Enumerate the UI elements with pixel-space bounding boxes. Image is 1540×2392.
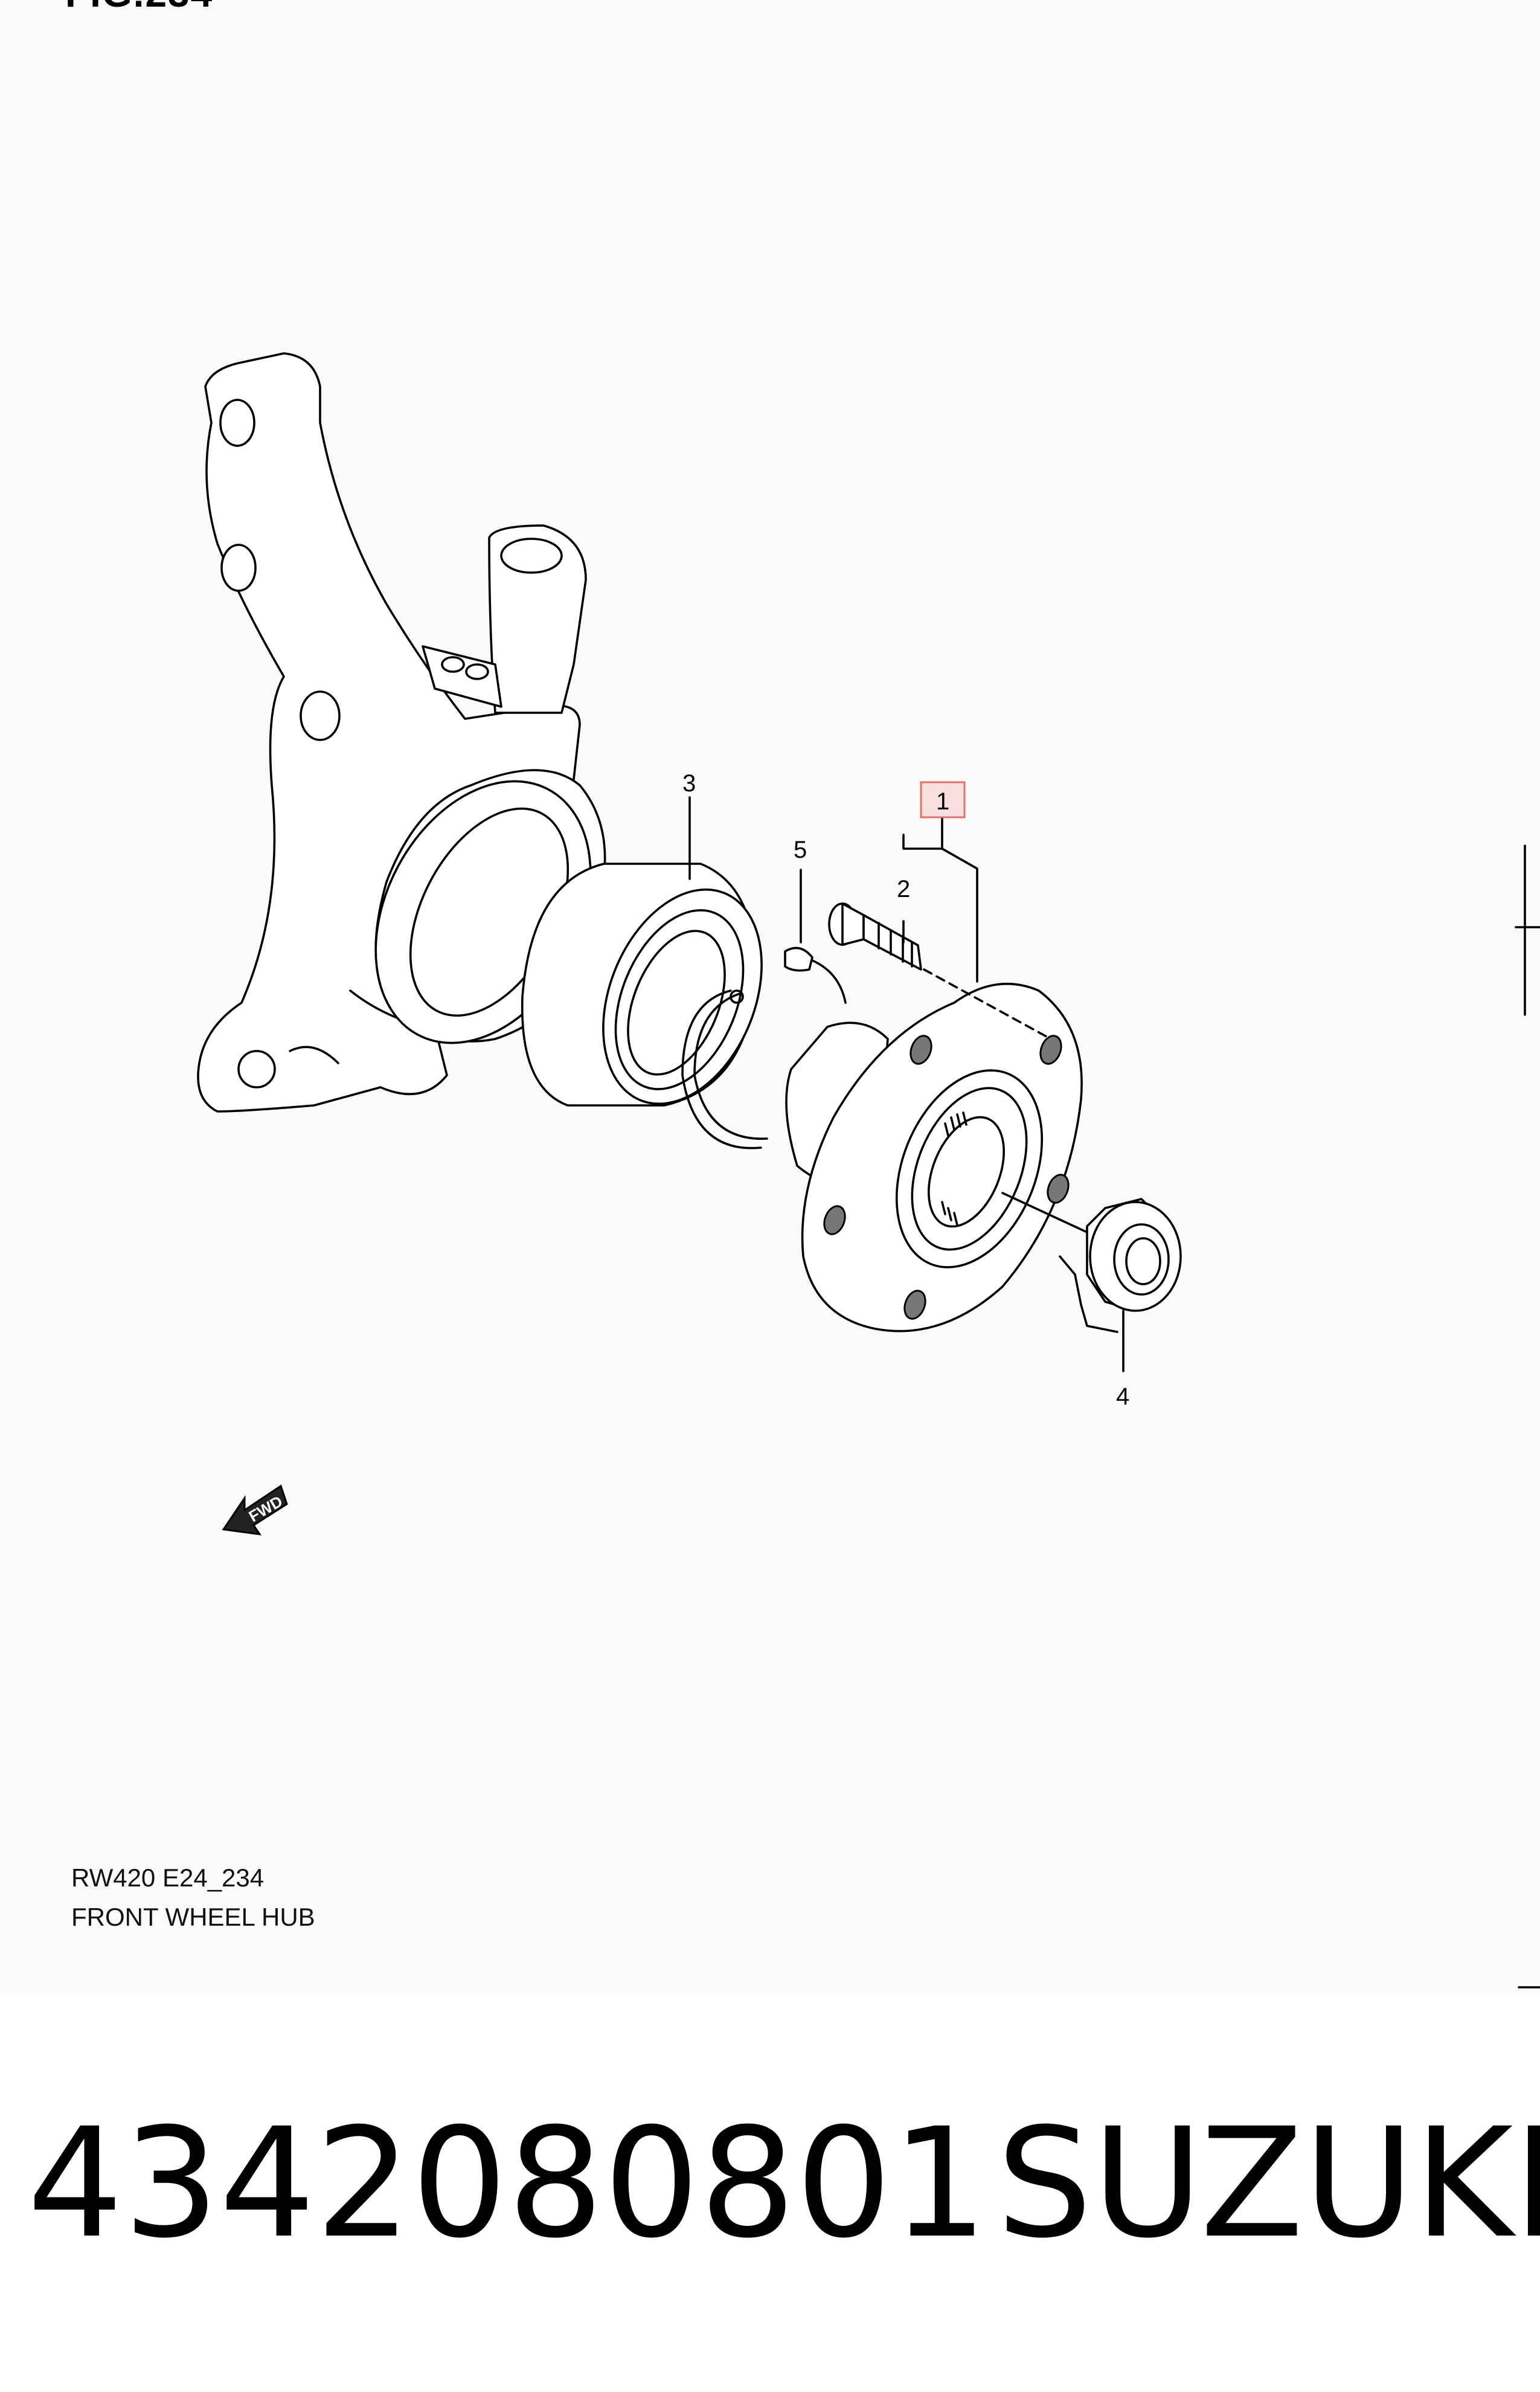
- caption-name: FRONT WHEEL HUB: [71, 1903, 315, 1931]
- axle-nut: [1059, 1198, 1182, 1333]
- figure-title: FIG.234: [65, 0, 213, 16]
- clip: [784, 947, 847, 1004]
- exploded-parts-diagram: 1 2 3 4 5 FWD: [197, 352, 1540, 1989]
- hub-stud: [828, 902, 922, 971]
- callout-5-label: 5: [794, 837, 807, 863]
- callout-3-label: 3: [682, 770, 696, 797]
- caption-code: RW420 E24_234: [71, 1863, 265, 1892]
- callout-1-highlight: [920, 781, 966, 818]
- leader-lines: [688, 796, 1125, 1372]
- crop-marks: [1515, 844, 1540, 1989]
- callout-2-label: 2: [897, 876, 910, 902]
- brand-name: SUZUKI: [996, 2095, 1540, 2271]
- snap-ring: [681, 989, 768, 1149]
- part-number: 4342080801: [27, 2095, 988, 2271]
- callout-4-label: 4: [1116, 1383, 1129, 1410]
- callout-1-label: 1: [936, 788, 949, 815]
- wheel-hub: [785, 968, 1083, 1333]
- forward-direction-arrow: FWD: [222, 1484, 288, 1535]
- steering-knuckle: [197, 352, 587, 1113]
- wheel-bearing: [521, 863, 763, 1107]
